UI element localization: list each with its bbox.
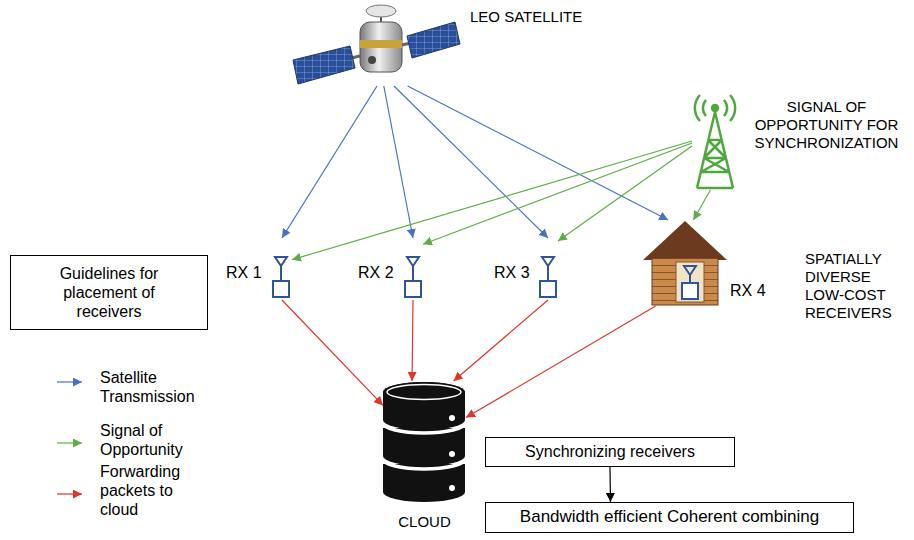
connector-arrow (282, 86, 377, 238)
database-illustration (383, 382, 465, 502)
receiver-antenna (273, 257, 289, 297)
satellite-illustration (293, 5, 460, 84)
antenna (407, 257, 419, 281)
node-label: RX 3 (494, 263, 530, 282)
connector-arrow (423, 143, 692, 244)
legend-sample-group (57, 382, 82, 494)
house-illustration (643, 221, 727, 305)
connector-arrow (411, 300, 413, 381)
connector-arrow (558, 146, 692, 241)
process-box: Guidelines for placement of receivers (10, 255, 208, 330)
legend-arrow (57, 381, 82, 382)
connector-arrow (394, 86, 548, 238)
antenna (684, 266, 696, 283)
box-text: Guidelines for placement of receivers (47, 264, 172, 322)
process-box: Synchronizing receivers (485, 437, 735, 467)
satellite-dish (366, 5, 396, 17)
house-roof (643, 221, 727, 260)
db-section (383, 382, 465, 430)
radio-waves (695, 95, 735, 121)
legend-text: Satellite Transmission (100, 368, 208, 406)
receiver: RX 1 (272, 238, 292, 300)
connector-arrow (292, 141, 692, 260)
satellite: LEO SATELLITE (292, 4, 462, 86)
tower-illustration (695, 95, 735, 188)
legend-text: Signal of Opportunity (100, 421, 208, 459)
solar-panel (407, 22, 460, 58)
connector-arrow (408, 86, 669, 220)
db-gap (383, 423, 465, 469)
receiver-antenna (405, 257, 421, 297)
receiver-box (273, 281, 289, 297)
house-receiver: RX 4 (643, 220, 727, 306)
db-light (449, 415, 455, 421)
house-wall (652, 258, 718, 305)
cloud-database: CLOUD (383, 381, 466, 503)
legend-text: Forwarding packets to cloud (100, 462, 208, 520)
db-top (383, 382, 465, 402)
body-detail (368, 56, 376, 64)
receiver-box (405, 281, 421, 297)
connector-arrow (282, 300, 383, 405)
receiver: RX 3 (538, 238, 558, 300)
db-light (449, 451, 455, 457)
receiver-box (682, 283, 698, 299)
receiver-antenna (540, 257, 556, 297)
db-top-ring (387, 385, 461, 400)
legend-arrow (57, 493, 82, 494)
connector-arrow (466, 306, 656, 418)
receiver: RX 2 (403, 238, 423, 300)
connector-arrow (693, 190, 710, 220)
connector-arrow (454, 300, 548, 381)
process-box: Bandwidth efficient Coherent combining (485, 502, 854, 533)
solar-panel (293, 46, 355, 84)
box-text: Synchronizing receivers (525, 442, 695, 461)
tower-antenna (712, 105, 718, 111)
gold-band (360, 40, 402, 48)
receiver-antenna (682, 266, 698, 299)
receiver-box (540, 281, 556, 297)
box-text: Bandwidth efficient Coherent combining (520, 507, 819, 527)
node-label: CLOUD (363, 513, 486, 531)
annotation-label: SPATIALLY DIVERSE LOW-COST RECEIVERS (805, 250, 907, 322)
node-label: RX 2 (358, 263, 394, 282)
node-label: SIGNAL OF OPPORTUNITY FOR SYNCHRONIZATIO… (744, 98, 909, 152)
antenna (542, 257, 554, 281)
connector-arrow (609, 467, 611, 502)
node-label: RX 1 (226, 263, 262, 282)
legend-arrow (57, 442, 82, 443)
node-label: RX 4 (730, 281, 766, 300)
connector-arrow (384, 86, 413, 238)
satellite-body (360, 22, 402, 72)
node-label: LEO SATELLITE (470, 8, 582, 26)
house-opening (676, 262, 704, 302)
antenna (275, 257, 287, 281)
tower-lattice (697, 112, 733, 188)
db-light (449, 485, 455, 491)
signal-tower: SIGNAL OF OPPORTUNITY FOR SYNCHRONIZATIO… (692, 92, 738, 190)
